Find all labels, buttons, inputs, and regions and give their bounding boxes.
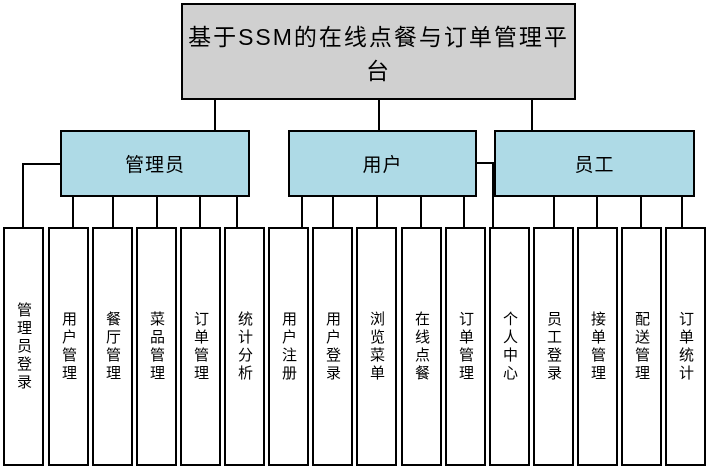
leaf-node-browse-menu: 浏览菜单 (356, 227, 397, 466)
leaf-node-user-login: 用户登录 (312, 227, 353, 466)
leaf-label-user-management: 用户管理 (60, 310, 77, 383)
leaf-node-online-ordering: 在线点餐 (401, 227, 442, 466)
leaf-node-order-taking-management: 接单管理 (577, 227, 618, 466)
leaf-node-personal-center: 个人中心 (489, 227, 530, 466)
leaf-node-order-management-user: 订单管理 (445, 227, 486, 466)
leaf-node-user-management: 用户管理 (48, 227, 89, 466)
leaf-label-order-taking-management: 接单管理 (589, 310, 606, 383)
leaf-node-admin-login: 管理员登录 (3, 227, 44, 466)
leaf-label-admin-login: 管理员登录 (15, 301, 32, 392)
leaf-label-order-management-user: 订单管理 (457, 310, 474, 383)
group-staff-label: 员工 (574, 155, 615, 176)
leaf-label-statistics-analysis: 统计分析 (236, 310, 253, 383)
group-node-user: 用户 (288, 130, 477, 197)
leaf-node-statistics-analysis: 统计分析 (224, 227, 265, 466)
leaf-node-delivery-management: 配送管理 (621, 227, 662, 466)
leaf-label-dish-management: 菜品管理 (148, 310, 165, 383)
edge-admin-admin-login (22, 163, 61, 228)
leaf-node-restaurant-management: 餐厅管理 (92, 227, 133, 466)
leaf-label-restaurant-management: 餐厅管理 (104, 310, 121, 383)
leaf-label-user-login: 用户登录 (324, 310, 341, 383)
group-node-staff: 员工 (494, 130, 695, 197)
leaf-label-order-management-admin: 订单管理 (192, 310, 209, 383)
leaf-label-user-register: 用户注册 (280, 310, 297, 383)
group-node-admin: 管理员 (60, 130, 250, 197)
leaf-node-user-register: 用户注册 (268, 227, 309, 466)
leaf-label-personal-center: 个人中心 (501, 310, 518, 383)
root-node-label: 基于SSM的在线点餐与订单管理平台 (188, 23, 569, 84)
group-user-label: 用户 (362, 155, 403, 176)
leaf-node-order-management-admin: 订单管理 (180, 227, 221, 466)
leaf-label-order-statistics: 订单统计 (677, 310, 694, 383)
root-node-platform: 基于SSM的在线点餐与订单管理平台 (181, 3, 576, 100)
leaf-node-order-statistics: 订单统计 (665, 227, 706, 466)
leaf-label-staff-login: 员工登录 (545, 310, 562, 383)
leaf-label-delivery-management: 配送管理 (633, 310, 650, 383)
leaf-node-staff-login: 员工登录 (533, 227, 574, 466)
leaf-node-dish-management: 菜品管理 (136, 227, 177, 466)
leaf-label-browse-menu: 浏览菜单 (368, 310, 385, 383)
edge-user-personal-center (476, 162, 494, 228)
group-admin-label: 管理员 (124, 155, 185, 176)
leaf-label-online-ordering: 在线点餐 (413, 310, 430, 383)
